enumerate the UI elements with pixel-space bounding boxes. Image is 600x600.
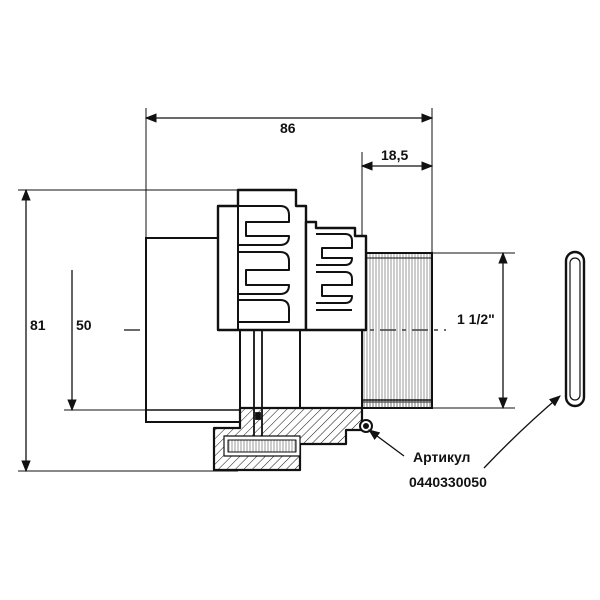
leader-line (368, 429, 405, 457)
center-body (299, 329, 363, 409)
dimension-lines (21, 113, 508, 473)
article-number: 0440330050 (409, 474, 487, 490)
small-nut (304, 220, 368, 332)
dim-label-81: 81 (30, 317, 46, 333)
dim-label-thread: 1 1/2" (457, 311, 495, 327)
o-ring-section (359, 419, 373, 433)
lower-section (212, 399, 433, 472)
male-thread (361, 252, 433, 409)
o-ring-icon (564, 250, 586, 408)
dim-label-50: 50 (76, 317, 92, 333)
article-label: Артикул (413, 449, 470, 465)
dim-label-86: 86 (280, 120, 296, 136)
dim-label-18-5: 18,5 (381, 147, 408, 163)
o-ring-leader (483, 395, 561, 469)
union-nut (216, 188, 308, 332)
